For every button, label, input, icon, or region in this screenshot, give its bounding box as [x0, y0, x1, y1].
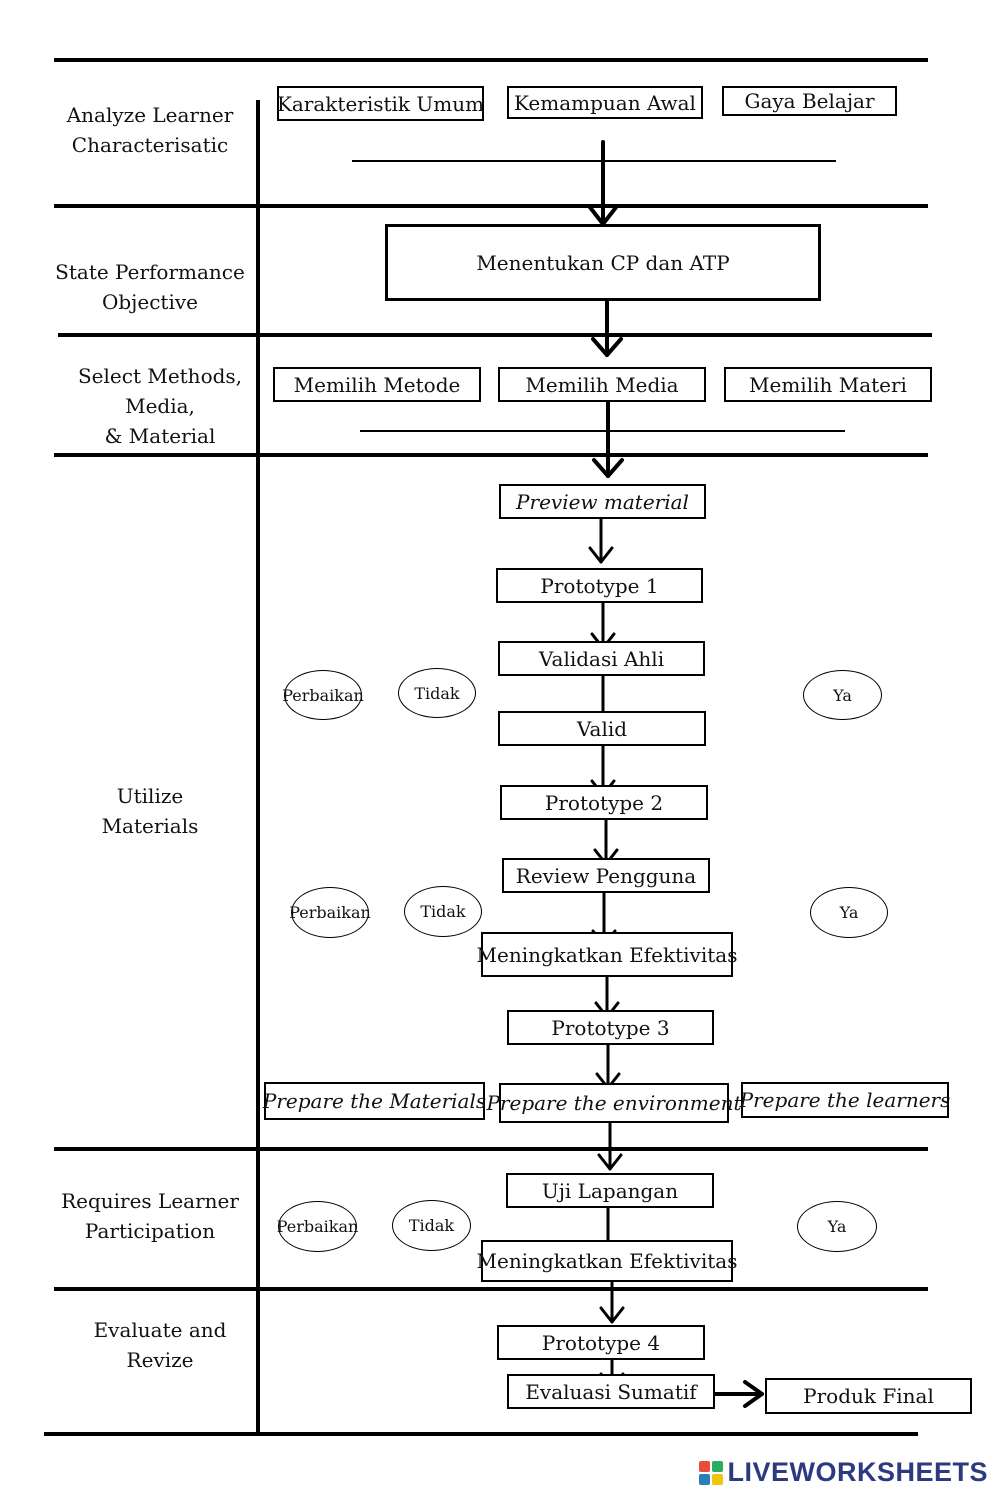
- box-validasi-ahli: Validasi Ahli: [498, 641, 705, 676]
- box-prepare-the-materials: Prepare the Materials: [263, 1082, 486, 1120]
- divider-4: [54, 1147, 928, 1151]
- arrow-11-head: [597, 1153, 623, 1171]
- divider-3: [54, 453, 928, 457]
- branch-line-1: [352, 160, 836, 162]
- liveworksheets-logo-icon: [699, 1460, 724, 1485]
- oval-perbaikan-3: Perbaikan: [277, 1201, 358, 1252]
- branch-line-2: [360, 430, 845, 432]
- arrow-13-head: [599, 1306, 625, 1324]
- box-prepare-the-environment: Prepare the environment: [486, 1083, 742, 1123]
- oval-ya-2: Ya: [810, 887, 888, 938]
- box-menentukan-cp-atp: Menentukan CP dan ATP: [385, 224, 821, 301]
- box-memilih-media: Memilih Media: [498, 367, 706, 402]
- box-gaya-belajar: Gaya Belajar: [722, 86, 897, 116]
- stage-analyze-label: Analyze Learner Characterisatic: [66, 103, 234, 157]
- stage-utilize-label: Utilize Materials: [101, 784, 199, 838]
- oval-perbaikan-2: Perbaikan: [289, 887, 371, 938]
- box-evaluasi-sumatif: Evaluasi Sumatif: [507, 1374, 715, 1409]
- logo-square-2: [712, 1460, 724, 1472]
- arrow-3-head: [592, 458, 624, 478]
- box-meningkatkan-efektivitas-2: Meningkatkan Efektivitas: [477, 1240, 737, 1282]
- box-prototype-3: Prototype 3: [507, 1010, 714, 1045]
- box-prototype-4: Prototype 4: [497, 1325, 705, 1360]
- logo-square-4: [712, 1473, 724, 1485]
- stage-objective-label: State Performance Objective: [55, 260, 245, 314]
- box-review-pengguna: Review Pengguna: [502, 858, 710, 893]
- liveworksheets-watermark: LIVEWORKSHEETS: [699, 1457, 988, 1488]
- box-prototype-1: Prototype 1: [496, 568, 703, 603]
- logo-square-3: [699, 1473, 711, 1485]
- logo-square-1: [699, 1460, 711, 1472]
- divider-1: [54, 204, 928, 208]
- box-kemampuan-awal: Kemampuan Awal: [507, 86, 703, 119]
- box-memilih-metode: Memilih Metode: [273, 367, 481, 402]
- divider-bottom: [44, 1432, 918, 1436]
- stage-separator: [256, 100, 260, 1434]
- divider-5: [54, 1287, 928, 1291]
- box-prototype-2: Prototype 2: [500, 785, 708, 820]
- arrow-4-head: [588, 546, 614, 564]
- stage-evaluate-label: Evaluate and Revize: [93, 1318, 227, 1372]
- box-karakteristik-umum: Karakteristik Umum: [277, 86, 484, 121]
- oval-tidak-1: Tidak: [398, 668, 476, 718]
- oval-tidak-3: Tidak: [392, 1200, 471, 1251]
- box-preview-material: Preview material: [499, 484, 706, 519]
- box-meningkatkan-efektivitas-1: Meningkatkan Efektivitas: [477, 932, 737, 977]
- box-produk-final: Produk Final: [765, 1378, 972, 1414]
- box-memilih-materi: Memilih Materi: [724, 367, 932, 402]
- arrow-15-head: [743, 1380, 764, 1408]
- box-valid: Valid: [498, 711, 706, 746]
- stage-select-label: Select Methods, Media, & Material: [77, 364, 243, 448]
- watermark-text: LIVEWORKSHEETS: [727, 1457, 988, 1487]
- divider-top: [54, 58, 928, 62]
- arrow-2-head: [591, 337, 623, 357]
- oval-ya-1: Ya: [803, 670, 882, 720]
- divider-2: [58, 333, 932, 337]
- box-prepare-the-learners: Prepare the learners: [740, 1082, 950, 1118]
- stage-participation-label: Requires Learner Participation: [61, 1189, 239, 1243]
- oval-perbaikan-1: Perbaikan: [282, 670, 364, 720]
- oval-tidak-2: Tidak: [404, 886, 482, 937]
- box-uji-lapangan: Uji Lapangan: [506, 1173, 714, 1208]
- oval-ya-3: Ya: [797, 1201, 877, 1252]
